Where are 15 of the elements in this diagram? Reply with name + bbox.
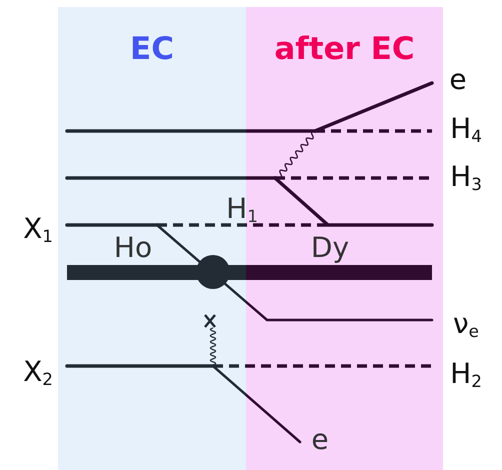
- level-label: X$_{2}$: [23, 358, 53, 388]
- region-heading: EC: [129, 31, 175, 67]
- level-label: e: [449, 66, 467, 94]
- region-heading: after EC: [273, 31, 416, 67]
- level-label: e: [311, 426, 329, 454]
- region-band: [246, 7, 443, 470]
- level-label: H$_{3}$: [450, 163, 482, 193]
- level-label: H$_{1}$: [226, 195, 258, 225]
- region-band: [58, 7, 246, 470]
- level-label: H$_{4}$: [450, 115, 482, 145]
- level-label: ν$_{e}$: [453, 310, 479, 340]
- level-label: H$_{2}$: [450, 360, 482, 390]
- level-label: X$_{1}$: [23, 215, 53, 245]
- level-label: Ho: [114, 234, 152, 262]
- level-label: Dy: [310, 234, 350, 262]
